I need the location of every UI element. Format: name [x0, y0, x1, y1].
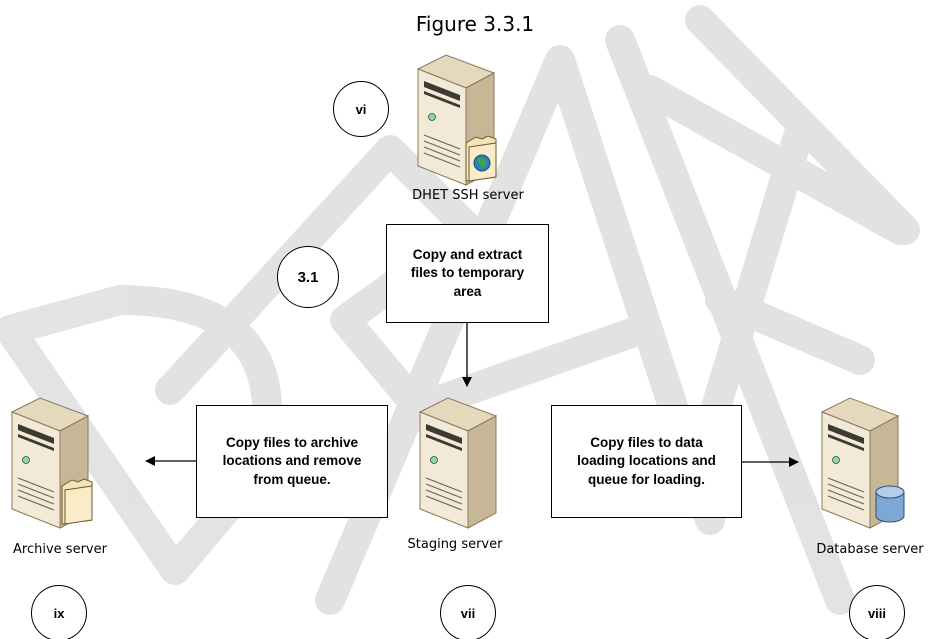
step-box-archive: Copy files to archive locations and remo… — [196, 405, 388, 518]
figure-title: Figure 3.3.1 — [415, 12, 535, 36]
database-server-icon — [821, 397, 905, 529]
marker-staging-server: vii — [440, 585, 496, 639]
archive-server-icon — [11, 397, 93, 529]
marker-archive-server: ix — [31, 585, 87, 639]
ssh-server-icon — [417, 54, 497, 186]
database-cylinder-icon — [875, 485, 905, 523]
database-server-label: Database server — [816, 542, 924, 557]
archive-folder-icon — [61, 478, 93, 525]
staging-server-icon — [419, 397, 497, 529]
marker-database-server: viii — [849, 585, 905, 639]
step-box-loading: Copy files to data loading locations and… — [551, 405, 742, 518]
watermark-letter-a — [315, 45, 725, 615]
marker-ssh-server: vi — [333, 81, 389, 137]
staging-server-label: Staging server — [407, 537, 503, 552]
ssh-server-label: DHET SSH server — [412, 188, 524, 203]
archive-server-label: Archive server — [13, 542, 107, 557]
watermark-letter-t — [685, 5, 920, 475]
marker-step-3-1: 3.1 — [277, 246, 339, 308]
step-box-extract: Copy and extract files to temporary area — [386, 224, 549, 323]
